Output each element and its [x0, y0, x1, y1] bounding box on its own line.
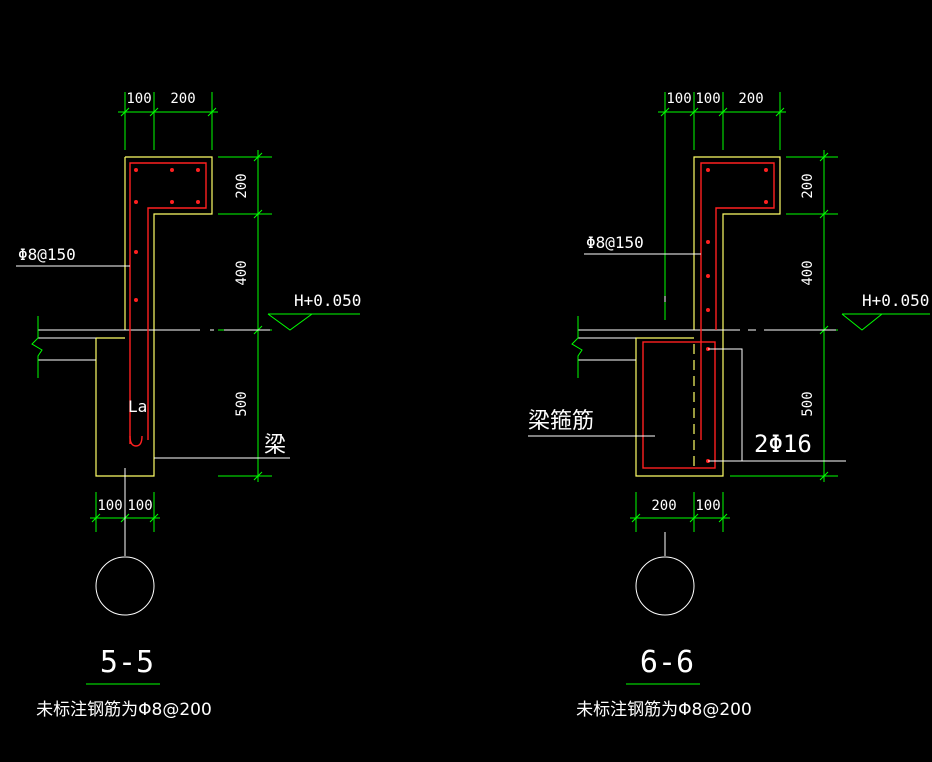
section-6-main-bar-label: 2Φ16 — [754, 430, 812, 458]
section-6-bottom-dim-1: 200 — [651, 498, 676, 514]
section-5-anchor-label: La — [128, 397, 147, 416]
section-5-rebar-label: Φ8@150 — [18, 245, 76, 264]
section-6-bottom-dimensions: 200 100 — [630, 492, 730, 532]
section-5-elevation-label: H+0.050 — [294, 291, 361, 310]
section-5-note: 未标注钢筋为Φ8@200 — [36, 700, 212, 720]
section-6-right-dim-2: 400 — [800, 260, 816, 285]
section-6-right-dim-3: 500 — [800, 391, 816, 416]
section-5-top-dimensions: 100 200 — [118, 91, 218, 150]
section-6-top-dim-1: 100 — [666, 91, 691, 107]
section-5-rebar — [129, 162, 207, 447]
section-6-stirrup-label: 梁箍筋 — [528, 409, 594, 434]
section-6-axis-bubble — [635, 556, 695, 616]
section-5-right-dim-2: 400 — [234, 260, 250, 285]
section-6-elevation-mark: H+0.050 — [841, 291, 930, 331]
section-5-axis-bubble — [95, 556, 155, 616]
section-5-slab-line — [31, 316, 270, 378]
section-6-rebar-label: Φ8@150 — [586, 233, 644, 252]
section-6-6: 100 100 200 200 400 500 — [528, 91, 930, 720]
section-5-right-dim-3: 500 — [234, 391, 250, 416]
section-5-bottom-dimensions: 100 100 — [90, 492, 160, 532]
section-6-right-dim-1: 200 — [800, 173, 816, 198]
section-5-concrete-outline — [95, 156, 213, 477]
section-5-right-dim-1: 200 — [234, 173, 250, 198]
section-6-main-bar-leader — [708, 348, 846, 462]
section-5-5: 100 200 200 400 500 — [16, 91, 361, 720]
section-6-concrete-outline — [635, 156, 781, 477]
section-5-elevation-mark: H+0.050 — [267, 291, 361, 331]
section-5-rebar-hook — [129, 435, 143, 447]
section-6-beam-stirrup — [642, 341, 716, 469]
section-6-rebar — [642, 162, 775, 470]
section-5-beam-label: 梁 — [264, 433, 286, 458]
section-6-top-dim-2: 100 — [695, 91, 720, 107]
section-6-slab-line — [571, 296, 836, 378]
section-6-top-dim-3: 200 — [738, 91, 763, 107]
section-6-top-dimensions: 100 100 200 — [658, 91, 786, 320]
section-5-bottom-dim-2: 100 — [127, 498, 152, 514]
section-5-top-dim-1: 100 — [126, 91, 151, 107]
section-6-elevation-label: H+0.050 — [862, 291, 929, 310]
section-6-right-dimensions: 200 400 500 — [730, 150, 838, 482]
section-5-top-dim-2: 200 — [170, 91, 195, 107]
section-5-bottom-dim-1: 100 — [97, 498, 122, 514]
section-6-note: 未标注钢筋为Φ8@200 — [576, 700, 752, 720]
section-5-title: 5-5 — [100, 645, 154, 680]
section-6-title: 6-6 — [640, 645, 694, 680]
section-6-bottom-dim-2: 100 — [695, 498, 720, 514]
